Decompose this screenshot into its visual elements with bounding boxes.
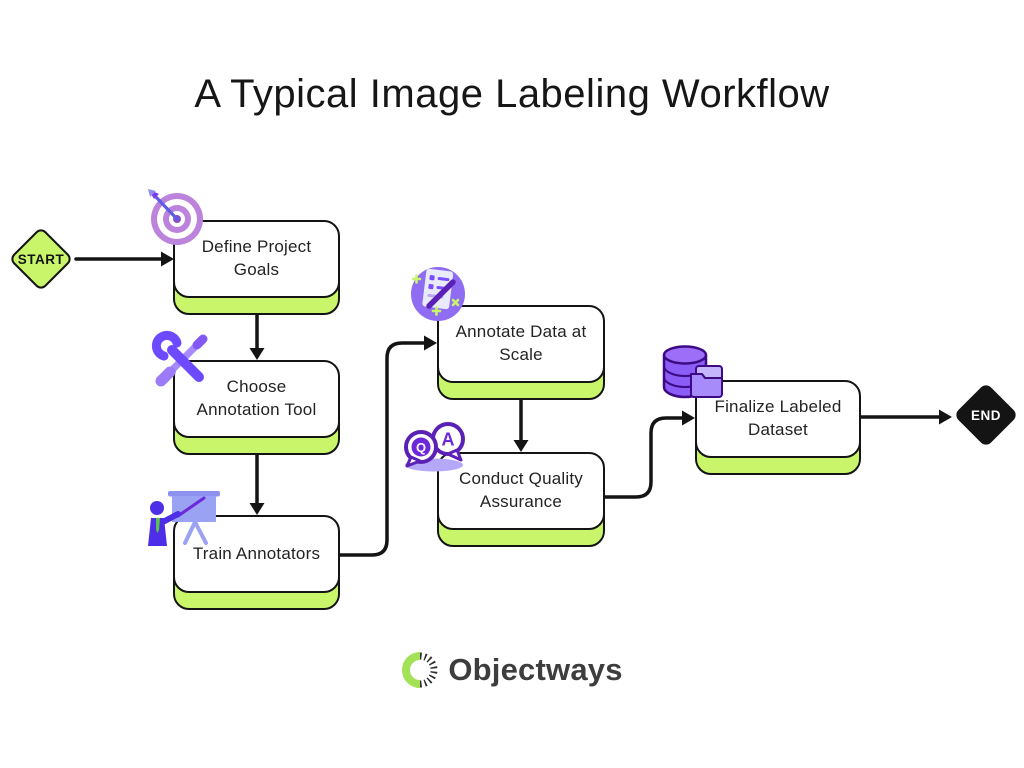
- node-annotate-label: Annotate Data at Scale: [437, 305, 605, 383]
- objectways-ring-icon: [402, 652, 438, 688]
- question-letter: Q: [416, 440, 426, 455]
- node-annotate-data-at-scale: Annotate Data at Scale: [437, 305, 605, 400]
- dartboard-target-icon: [148, 189, 203, 245]
- end-terminal: END: [953, 382, 1019, 448]
- node-finalize-labeled-dataset: Finalize Labeled Dataset: [695, 380, 861, 475]
- node-define-project-goals: Define Project Goals: [173, 220, 340, 315]
- logo-text: Objectways: [448, 652, 623, 687]
- page-title: A Typical Image Labeling Workflow: [194, 72, 830, 116]
- arrowheads: [161, 251, 952, 515]
- answer-letter: A: [442, 430, 455, 450]
- edge-qa-finalize: [603, 416, 685, 499]
- annotation-document-icon: [411, 267, 465, 321]
- wrench-screwdriver-icon: [151, 330, 208, 387]
- database-folder-icon: [662, 345, 723, 399]
- node-train-annotators: Train Annotators: [173, 515, 340, 610]
- node-conduct-quality-assurance: Conduct Quality Assurance: [437, 452, 605, 547]
- start-terminal: START: [8, 226, 74, 292]
- presenter-training-icon: [148, 491, 220, 546]
- question-answer-bubbles-icon: A Q: [404, 422, 465, 472]
- question-bubble: Q: [404, 430, 438, 468]
- logo: Objectways: [0, 651, 1024, 689]
- start-label: START: [17, 251, 65, 267]
- end-label: END: [970, 407, 1001, 423]
- answer-bubble: A: [431, 422, 465, 462]
- node-qa-label: Conduct Quality Assurance: [437, 452, 605, 530]
- node-train-label: Train Annotators: [173, 515, 340, 593]
- node-define-label: Define Project Goals: [173, 220, 340, 298]
- edge-train-annotate: [338, 341, 427, 557]
